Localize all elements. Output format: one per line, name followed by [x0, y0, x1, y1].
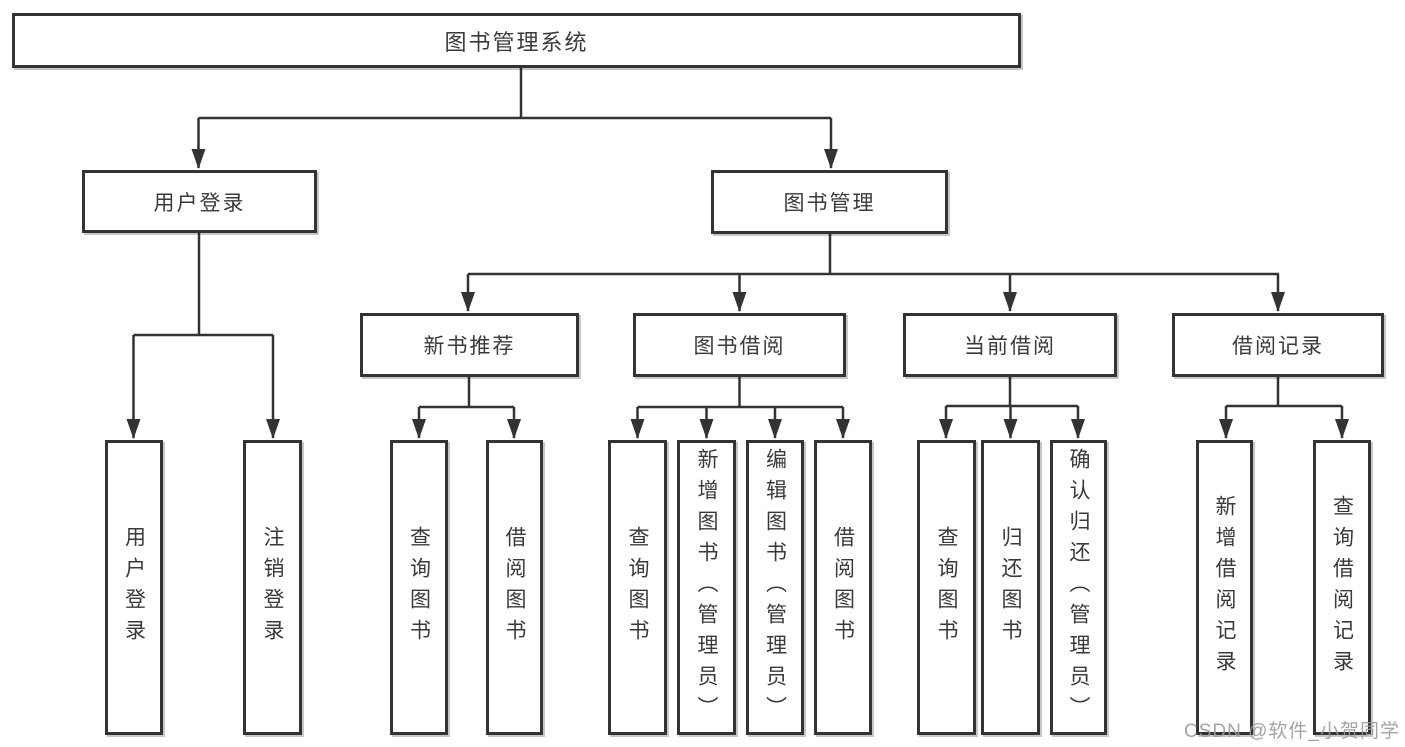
node-user-login-branch-label: 用户登录: [153, 191, 246, 215]
node-query-borrow-record: 查询借阅记录: [1313, 440, 1371, 735]
node-query-books-recommend-label: 查询图书: [407, 525, 431, 650]
node-return-book: 归还图书: [981, 440, 1040, 735]
node-return-book-label: 归还图书: [999, 525, 1022, 650]
node-borrow-records-label: 借阅记录: [1232, 335, 1324, 358]
node-logout-leaf: 注销登录: [243, 440, 302, 735]
node-query-books-current-label: 查询图书: [935, 525, 958, 650]
node-book-borrow: 图书借阅: [633, 313, 846, 377]
node-user-login-leaf-label: 用户登录: [122, 525, 146, 650]
node-query-books-borrow-label: 查询图书: [626, 525, 649, 650]
node-borrow-books-recommend: 借阅图书: [486, 440, 543, 735]
node-query-books-current: 查询图书: [917, 440, 976, 735]
node-new-book-recommend-label: 新书推荐: [423, 335, 516, 358]
node-add-book-admin: 新增图书（管理员）: [677, 440, 736, 735]
node-current-borrow-label: 当前借阅: [964, 335, 1056, 358]
node-add-borrow-record-label: 新增借阅记录: [1213, 494, 1236, 681]
node-book-management-branch-label: 图书管理: [783, 192, 876, 215]
node-root-label: 图书管理系统: [444, 29, 589, 55]
node-root: 图书管理系统: [12, 13, 1021, 68]
node-user-login-leaf: 用户登录: [105, 440, 163, 735]
node-add-borrow-record: 新增借阅记录: [1196, 440, 1253, 735]
node-query-books-borrow: 查询图书: [608, 440, 667, 735]
watermark-text: CSDN @软件_小贺同学: [1184, 721, 1400, 742]
node-user-login-branch: 用户登录: [82, 170, 317, 233]
node-borrow-books-recommend-label: 借阅图书: [503, 525, 526, 650]
node-query-borrow-record-label: 查询借阅记录: [1330, 494, 1354, 681]
node-borrow-books-leaf: 借阅图书: [814, 440, 872, 735]
node-book-borrow-label: 图书借阅: [693, 335, 786, 358]
node-confirm-return-admin-label: 确认归还（管理员）: [1067, 448, 1090, 727]
node-book-management-branch: 图书管理: [711, 170, 948, 234]
node-edit-book-admin-label: 编辑图书（管理员）: [763, 448, 787, 727]
node-add-book-admin-label: 新增图书（管理员）: [695, 448, 718, 727]
node-logout-leaf-label: 注销登录: [261, 525, 284, 650]
node-query-books-recommend: 查询图书: [390, 440, 448, 735]
node-edit-book-admin: 编辑图书（管理员）: [746, 440, 804, 735]
node-current-borrow: 当前借阅: [903, 313, 1117, 377]
node-borrow-books-leaf-label: 借阅图书: [831, 525, 855, 650]
node-borrow-records: 借阅记录: [1172, 313, 1384, 377]
node-new-book-recommend: 新书推荐: [360, 313, 579, 377]
node-confirm-return-admin: 确认归还（管理员）: [1050, 440, 1107, 735]
